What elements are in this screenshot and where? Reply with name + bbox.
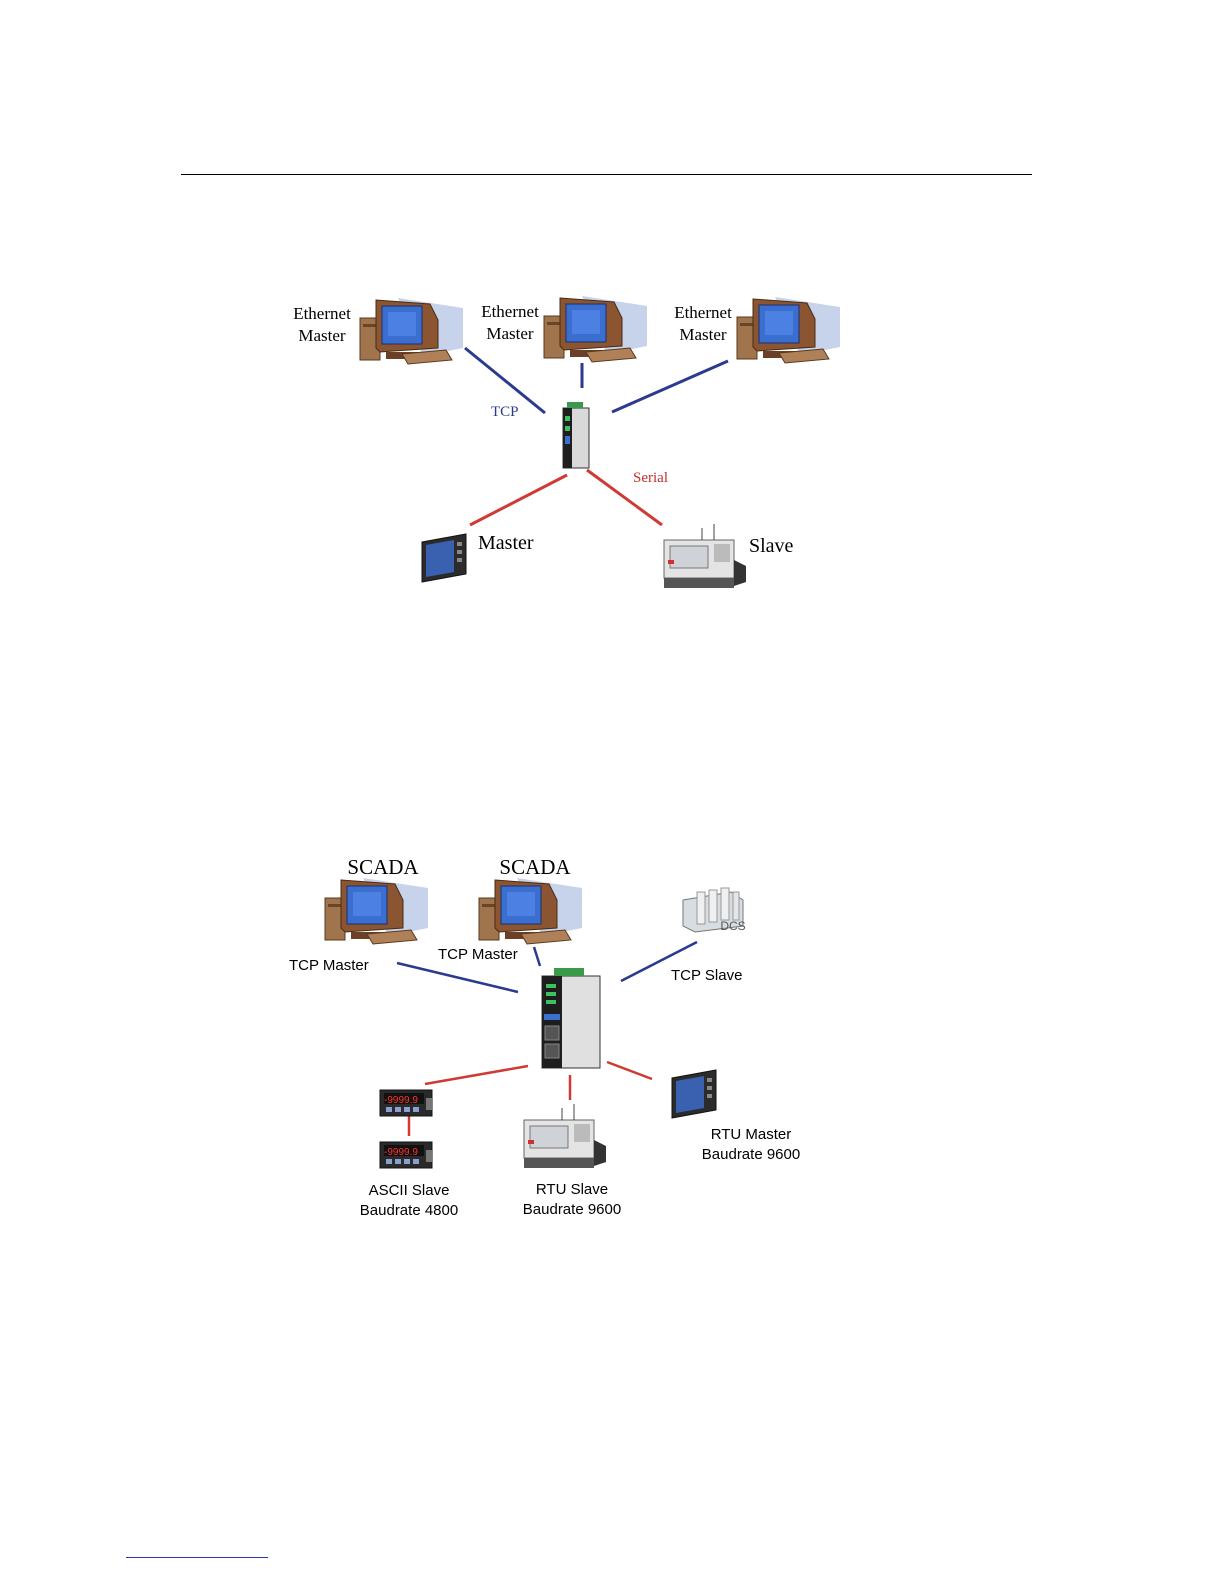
hmi-panel-icon [422,534,466,582]
diagram-single-port: Ethernet Master Ethernet Master Ethernet… [293,296,840,588]
tcp-slave-label: TCP Slave [671,967,742,984]
master-label-line1: Ethernet [481,302,539,321]
scada-pc-icon [479,878,582,944]
ethernet-master-pc-icon [737,297,840,363]
master-label-line2: Master [486,324,534,343]
scada-label: SCADA [347,855,419,879]
cnc-machine-icon [664,524,746,588]
tcp-link-scada-1 [397,963,518,992]
rtu-master-baudrate: Baudrate 9600 [702,1146,800,1163]
ethernet-master-pc-icon [360,298,463,364]
master-label-line1: Ethernet [293,304,351,323]
ascii-slave-label: ASCII Slave [369,1182,450,1199]
tcp-master-label: TCP Master [289,957,369,974]
master-label: Master [478,532,534,554]
serial-label: Serial [633,470,668,486]
dcs-label: DCS [720,919,745,933]
serial-link-rtu-master [607,1062,652,1079]
meter-readout: -9999.9 [384,1095,418,1106]
serial-link-ascii [425,1066,528,1084]
master-label-line1: Ethernet [674,303,732,322]
scada-label: SCADA [499,855,571,879]
ascii-slave-baudrate: Baudrate 4800 [360,1202,458,1219]
gateway-device-icon [542,968,600,1068]
rtu-master-label: RTU Master [711,1126,792,1143]
cnc-machine-icon [524,1104,606,1168]
tcp-label: TCP [491,404,519,420]
diagram-multi-port: -9999.9 -9999.9 SCADA SCADA DCS TCP Mast… [289,855,800,1219]
scada-pc-icon [325,878,428,944]
tcp-master-label: TCP Master [438,946,518,963]
hmi-panel-icon [672,1070,716,1118]
meter-readout: -9999.9 [384,1147,418,1158]
slave-label: Slave [749,535,794,557]
serial-link-master [470,475,567,525]
tcp-link-scada-2 [534,947,540,966]
tcp-link-3 [612,361,728,412]
master-label-line2: Master [679,325,727,344]
master-label-line2: Master [298,326,346,345]
ethernet-master-pc-icon [544,296,647,362]
rtu-slave-label: RTU Slave [536,1181,608,1198]
gateway-device-icon [563,402,589,468]
rtu-slave-baudrate: Baudrate 9600 [523,1201,621,1218]
